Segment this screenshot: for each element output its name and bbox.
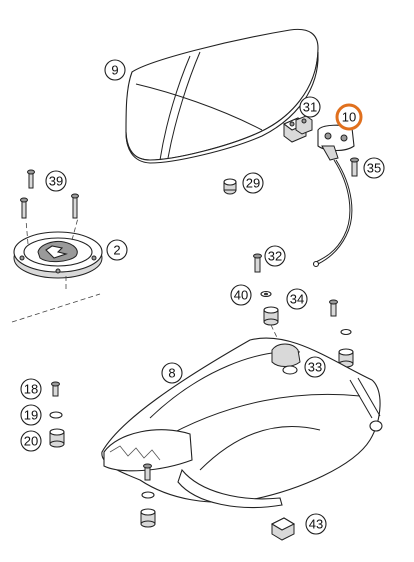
svg-text:29: 29 [246,176,260,191]
svg-text:33: 33 [308,360,322,375]
rider-seat-part [101,337,383,508]
callout-29: 29 [242,172,264,194]
callout-33: 33 [304,356,326,378]
svg-text:43: 43 [309,517,323,532]
tank-cap-screws-part [20,169,79,219]
callout-40: 40 [230,284,252,306]
clip-nut-part [282,115,313,143]
callout-32: 32 [264,245,286,267]
svg-text:20: 20 [24,434,38,449]
svg-text:8: 8 [168,366,175,381]
small-hardware-column [49,381,65,448]
svg-text:40: 40 [234,288,248,303]
callout-8: 8 [161,362,183,384]
svg-text:9: 9 [111,63,118,78]
grommet-part [223,178,237,195]
callout-39: 39 [45,170,67,192]
svg-text:2: 2 [113,243,120,258]
passenger-seat-part [125,28,319,164]
svg-text:19: 19 [24,408,38,423]
lock-screw-part [350,157,359,177]
seat-rear-screw-part [329,299,354,368]
svg-text:18: 18 [24,382,38,397]
svg-text:31: 31 [303,100,317,115]
svg-text:35: 35 [367,161,381,176]
washer-part [260,290,272,298]
fuel-tank-cap-part [13,217,103,279]
front-seat-hardware [140,463,156,528]
callout-43: 43 [305,513,327,535]
callout-20: 20 [20,430,42,452]
seat-screw-part [253,253,262,273]
svg-text:39: 39 [49,174,63,189]
svg-text:32: 32 [268,249,282,264]
svg-text:34: 34 [290,292,304,307]
callout-2: 2 [106,239,128,261]
rubber-bushing-part [263,306,284,351]
seat-lock-part [312,124,355,268]
callout-34: 34 [286,288,308,310]
callout-18: 18 [20,378,42,400]
callout-31: 31 [299,96,321,118]
svg-text:10: 10 [342,110,356,125]
clip-part [270,517,296,541]
callout-19: 19 [20,404,42,426]
callout-35: 35 [363,157,385,179]
callout-9: 9 [104,59,126,81]
callout-10-highlighted: 10 [335,103,363,131]
assembly-guide-line [11,293,101,323]
